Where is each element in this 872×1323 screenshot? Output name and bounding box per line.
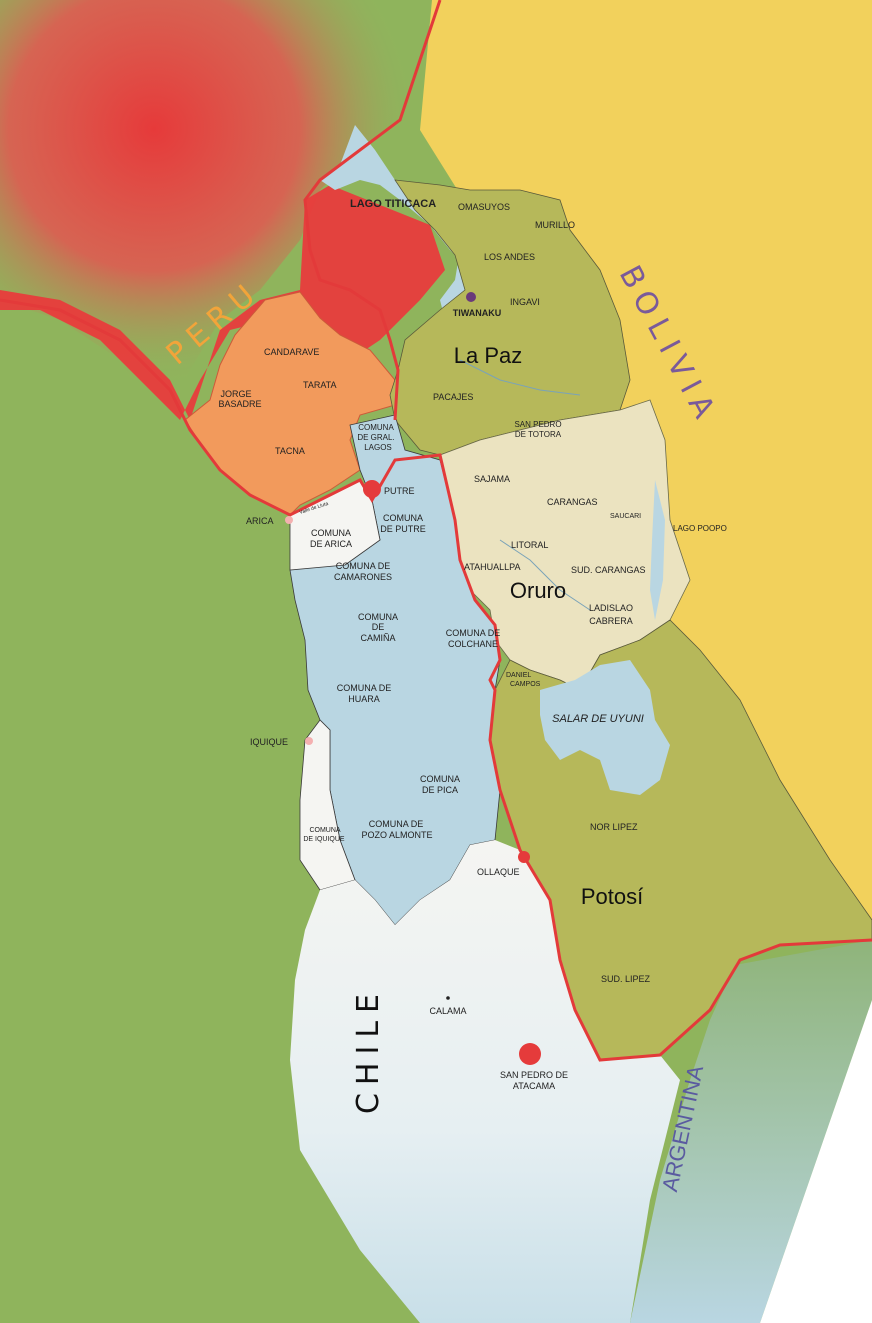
camina-2: DE [372, 622, 385, 632]
argentina-area [630, 940, 872, 1323]
river [499, 539, 591, 611]
iquique-marker [305, 737, 313, 745]
daniel-campos-1: DANIEL [506, 672, 531, 679]
lago-titicaca-label: LAGO TITICACA [350, 198, 436, 210]
calama-marker [446, 996, 450, 1000]
camarones-1: COMUNA DE [336, 561, 391, 571]
pica-1: COMUNA [420, 774, 460, 784]
san-pedro-label-1: SAN PEDRO DE [500, 1070, 568, 1080]
daniel-campos-2: CAMPOS [510, 681, 541, 688]
arica-marker [285, 516, 293, 524]
jorge-label-2: BASADRE [218, 399, 261, 409]
lago-poopo [650, 480, 665, 620]
gral-lagos-2: DE GRAL. [357, 433, 394, 442]
gral-lagos-1: COMUNA [358, 423, 394, 432]
san-pedro-marker [519, 1043, 541, 1065]
carangas-label: CARANGAS [547, 497, 598, 507]
huara-2: HUARA [348, 694, 380, 704]
calama-label: CALAMA [429, 1006, 466, 1016]
peru-area [0, 0, 440, 430]
iquique-comuna-1: COMUNA [309, 827, 340, 834]
putre-label: PUTRE [384, 486, 415, 496]
arica-comuna-2: DE ARICA [310, 539, 352, 549]
tacna-label: TACNA [275, 446, 305, 456]
arica-label: ARICA [246, 516, 274, 526]
los-andes-label: LOS ANDES [484, 252, 535, 262]
putre-marker [363, 480, 381, 498]
litoral-label: LITORAL [511, 540, 548, 550]
nor-lipez-label: NOR LIPEZ [590, 822, 638, 832]
ingavi-label: INGAVI [510, 297, 540, 307]
sud-carangas-label: SUD. CARANGAS [571, 565, 646, 575]
sajama-label: SAJAMA [474, 474, 510, 484]
camarones-2: CAMARONES [334, 572, 392, 582]
arica-comuna-1: COMUNA [311, 528, 351, 538]
putre-comuna-1: COMUNA [383, 513, 423, 523]
oruro-label: Oruro [510, 578, 566, 603]
colchane-1: COMUNA DE [446, 628, 501, 638]
pozo-2: POZO ALMONTE [361, 830, 432, 840]
tiwanaku-label: TIWANAKU [453, 308, 502, 318]
ladislao-label-2: CABRERA [589, 616, 633, 626]
tarata-label: TARATA [303, 380, 337, 390]
colchane-2: COLCHANE [448, 639, 498, 649]
candarave-label: CANDARAVE [264, 347, 319, 357]
jorge-label-1: JORGE [220, 389, 251, 399]
gral-lagos-3: LAGOS [364, 443, 392, 452]
ladislao-label-1: LADISLAO [589, 603, 633, 613]
tiwanaku-marker [466, 292, 476, 302]
la-paz-label: La Paz [454, 343, 523, 368]
chile-label: CHILE [351, 986, 386, 1114]
potosi-label: Potosí [581, 884, 643, 909]
peru-tacna-area [184, 291, 396, 516]
pozo-1: COMUNA DE [369, 819, 424, 829]
san-pedro-label-2: ATACAMA [513, 1081, 555, 1091]
lake-titicaca [320, 125, 505, 330]
chile-iquique-area [299, 719, 356, 891]
ollaque-marker [518, 851, 530, 863]
river [459, 359, 581, 396]
sud-lipez-label: SUD. LIPEZ [601, 974, 651, 984]
salar-label: SALAR DE UYUNI [552, 713, 644, 725]
putre-comuna-2: DE PUTRE [380, 524, 426, 534]
lago-poopo-label: LAGO POOPO [673, 524, 727, 533]
atahuallpa-label: ATAHUALLPA [464, 562, 521, 572]
san-pedro-totora-1: SAN PEDRO [514, 420, 561, 429]
salar-de-uyuni [540, 660, 670, 795]
camina-1: COMUNA [358, 612, 398, 622]
ollaque-label: OLLAQUE [477, 867, 520, 877]
border-line [0, 298, 872, 1062]
white-corner [760, 1000, 872, 1323]
iquique-label: IQUIQUE [250, 737, 288, 747]
chile-south-area [290, 840, 680, 1323]
san-pedro-totora-2: DE TOTORA [515, 430, 562, 439]
iquique-comuna-2: DE IQUIQUE [303, 836, 345, 843]
camina-3: CAMIÑA [360, 633, 395, 643]
border-line-peru-bolivia [303, 0, 442, 421]
pacajes-label: PACAJES [433, 392, 473, 402]
pica-2: DE PICA [422, 785, 458, 795]
saucari-label: SAUCARI [610, 513, 641, 520]
murillo-label: MURILLO [535, 220, 575, 230]
huara-1: COMUNA DE [337, 683, 392, 693]
omasuyos-label: OMASUYOS [458, 202, 510, 212]
peru-red-solid [0, 185, 445, 420]
